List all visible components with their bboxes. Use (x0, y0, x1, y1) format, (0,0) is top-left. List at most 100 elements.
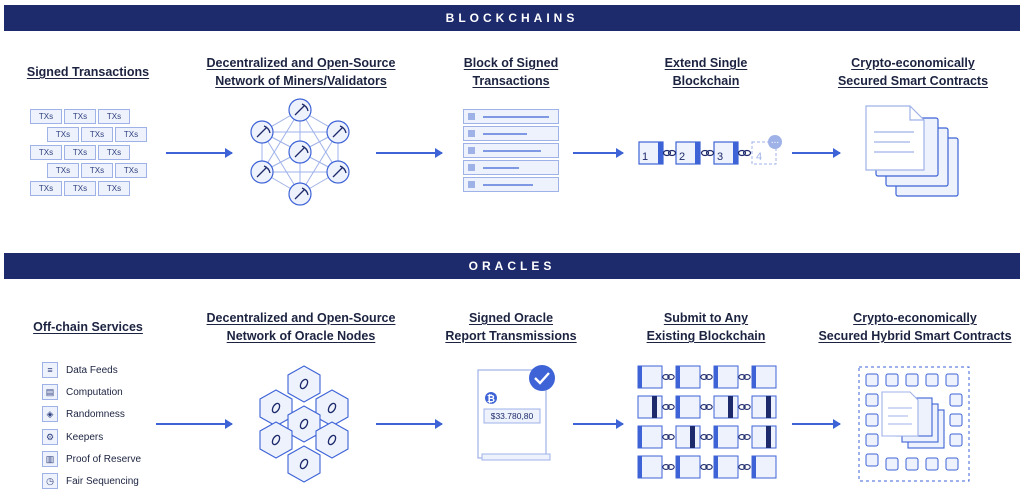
chain-link-icon (705, 374, 713, 380)
flow-arrow (156, 419, 233, 429)
flow-arrow (376, 419, 443, 429)
service-item: ≡ Data Feeds (42, 361, 118, 379)
chain-block-marker (638, 456, 642, 478)
data-feeds-icon: ≡ (42, 362, 58, 378)
service-mini-icon (949, 413, 963, 427)
chain-block-marker (638, 426, 642, 448)
service-mini-icon (865, 373, 879, 387)
tx-box: TXs (47, 163, 79, 178)
service-label: Data Feeds (66, 364, 118, 376)
chain-link-icon (738, 374, 746, 380)
chain-link-icon (738, 404, 746, 410)
service-label: Keepers (66, 431, 104, 443)
chain-block (675, 425, 701, 449)
tx-box: TXs (30, 181, 62, 196)
chain-link-icon (662, 434, 670, 440)
chain-link-icon (667, 374, 675, 380)
flow-arrow (376, 148, 443, 158)
service-mini-icon (865, 393, 879, 407)
tx-box: TXs (64, 181, 96, 196)
service-mini-icon (949, 433, 963, 447)
pending-badge-text: ... (771, 135, 779, 146)
pending-badge (768, 135, 782, 149)
oracle-nodes-diagram (259, 365, 349, 483)
tx-box: TXs (30, 145, 62, 160)
service-mini-icon (905, 373, 919, 387)
tx-box: TXs (98, 145, 130, 160)
blockchain-chain-diagram: 1 2 3 4 ... (638, 135, 782, 165)
report-value: $33.780,80 (491, 411, 534, 421)
tx-box: TXs (115, 163, 147, 178)
chain-link-icon (700, 434, 708, 440)
chain-link-icon (667, 434, 675, 440)
chain-link-icon (700, 374, 708, 380)
chain-block (751, 425, 777, 449)
chain-block (637, 395, 663, 419)
chain-block-marker (728, 396, 733, 418)
service-mini-icon (885, 373, 899, 387)
chain-block-marker (652, 396, 657, 418)
signed-transactions-title: Signed Transactions (26, 65, 150, 79)
chain-block-marker (752, 456, 756, 478)
service-item: ▥ Proof of Reserve (42, 450, 141, 468)
chain-link-icon (743, 434, 751, 440)
service-mini-icon (865, 433, 879, 447)
fair-sequencing-icon: ◷ (42, 473, 58, 489)
chain-link-icon (743, 464, 751, 470)
blockchains-banner: BLOCKCHAINS (4, 5, 1020, 31)
tx-box: TXs (64, 145, 96, 160)
service-label: Fair Sequencing (66, 475, 139, 487)
chain-link-icon (705, 404, 713, 410)
service-item: ◈ Randomness (42, 405, 125, 423)
service-mini-icon (885, 457, 899, 471)
tx-box: TXs (30, 109, 62, 124)
chain-link-icon (700, 464, 708, 470)
service-mini-icon (865, 453, 879, 467)
service-mini-icon (905, 457, 919, 471)
oracles-banner: ORACLES (4, 253, 1020, 279)
transaction-block-diagram (463, 109, 559, 192)
service-label: Randomness (66, 408, 125, 420)
flow-arrow (792, 148, 841, 158)
chain-link-icon (662, 404, 670, 410)
flow-arrow (166, 148, 233, 158)
check-badge-icon (529, 365, 555, 391)
bitcoin-symbol: ₿ (487, 393, 495, 405)
chain-link-icon (667, 464, 675, 470)
offchain-services-title: Off-chain Services (33, 320, 143, 334)
tx-box: TXs (115, 127, 147, 142)
chain-link-icon (743, 404, 751, 410)
chain-link-icon (705, 464, 713, 470)
chain-block-marker (676, 366, 680, 388)
service-mini-icon (945, 457, 959, 471)
oracle-report-document: ₿ $33.780,80 (477, 365, 555, 461)
chain-link-icon (700, 404, 708, 410)
chain-block-marker (714, 366, 718, 388)
bitcoin-icon (485, 392, 497, 404)
chain-block-marker (714, 456, 718, 478)
smart-contracts-stack (865, 105, 959, 197)
chain-block-marker (766, 396, 771, 418)
chain-block (751, 395, 777, 419)
chain-block-marker (690, 426, 695, 448)
tx-box: TXs (81, 163, 113, 178)
service-mini-icon (925, 457, 939, 471)
chain-block-marker (752, 366, 756, 388)
chain-link-icon (738, 434, 746, 440)
tx-box: TXs (47, 127, 79, 142)
chain-block-label: 4 (756, 151, 762, 163)
chain-block (713, 395, 739, 419)
chain-block-marker (638, 366, 642, 388)
chain-block-marker (676, 456, 680, 478)
tx-box: TXs (81, 127, 113, 142)
chain-link-icon (705, 434, 713, 440)
service-item: ▤ Computation (42, 383, 123, 401)
service-mini-icon (949, 393, 963, 407)
service-label: Proof of Reserve (66, 453, 142, 465)
